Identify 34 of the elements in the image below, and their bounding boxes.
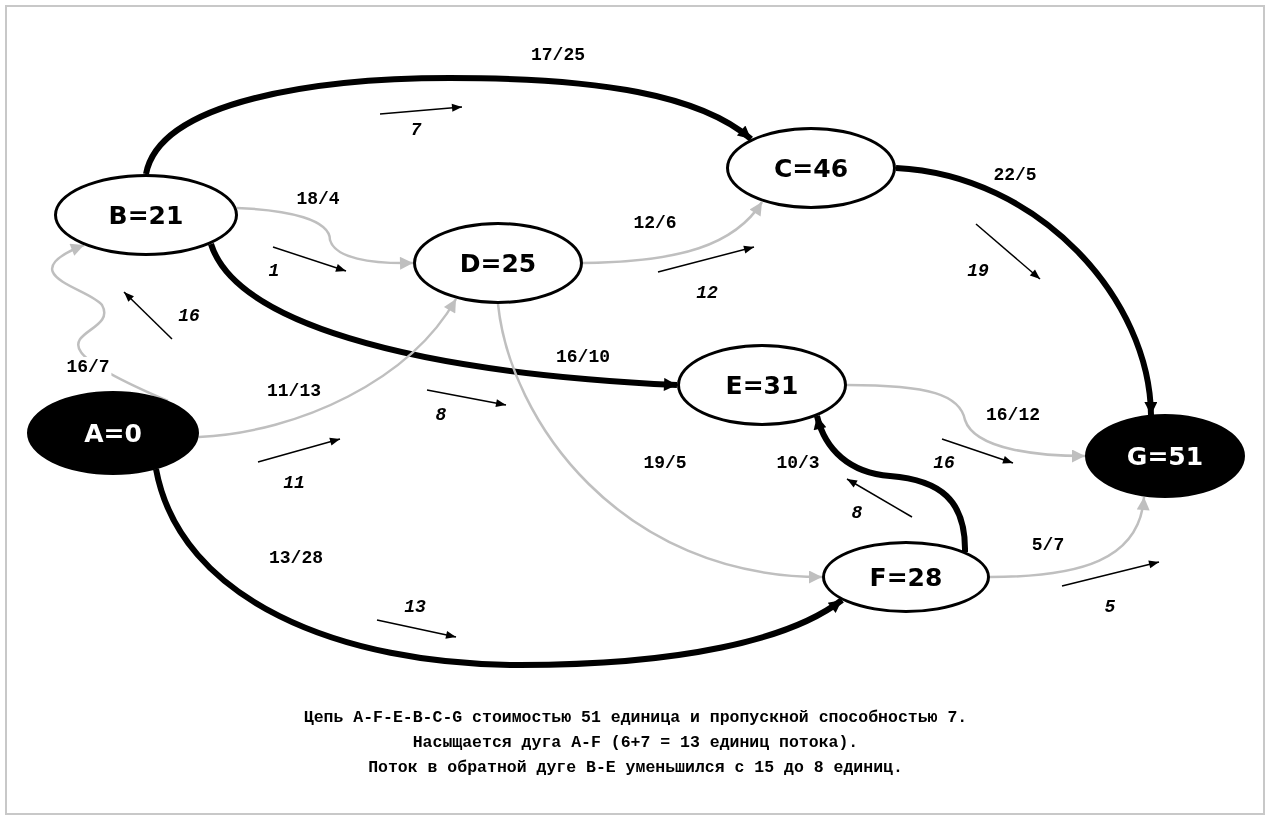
flow-value: 19	[967, 261, 989, 281]
arrow	[208, 242, 678, 391]
flow-value: 12	[696, 283, 718, 303]
flow-value: 16	[933, 453, 955, 473]
flow-value: 7	[410, 120, 422, 140]
arrow	[153, 468, 844, 668]
flow-value: 13	[404, 597, 426, 617]
arrow	[198, 298, 458, 439]
arrow	[847, 383, 1085, 463]
caption-text: Насыщается дуга A-F (6+7 = 13 единиц потока).	[412, 733, 859, 752]
node-label: B=21	[108, 200, 184, 230]
node-label: E=31	[725, 370, 799, 400]
flow-value: 1	[268, 261, 280, 281]
arrow	[814, 415, 968, 553]
arrow	[989, 496, 1149, 579]
flow-value: 8	[851, 503, 863, 523]
flow-value: 5	[1104, 597, 1116, 617]
caption-text: Цепь A-F-E-B-C-G стоимостью 51 единица и пропускной способностью 7.	[303, 708, 968, 727]
node-label: A=0	[84, 418, 142, 448]
flow-value: 11	[283, 473, 305, 493]
node-label: C=46	[773, 153, 849, 183]
arrow	[496, 303, 823, 583]
node-label: F=28	[869, 562, 943, 592]
flow-value: 16	[178, 306, 200, 326]
flow-value: 8	[435, 405, 447, 425]
node-label: D=25	[459, 248, 537, 278]
node-label: G=51	[1126, 441, 1204, 471]
arrow	[582, 201, 763, 265]
arrow	[143, 75, 753, 176]
arrow	[895, 165, 1157, 416]
arrow	[51, 243, 169, 403]
arrow	[236, 206, 413, 270]
caption-text: Поток в обратной дуге B-E уменьшился с 15 до 8 единиц.	[368, 758, 903, 777]
edge-label: 16/7	[64, 357, 112, 377]
